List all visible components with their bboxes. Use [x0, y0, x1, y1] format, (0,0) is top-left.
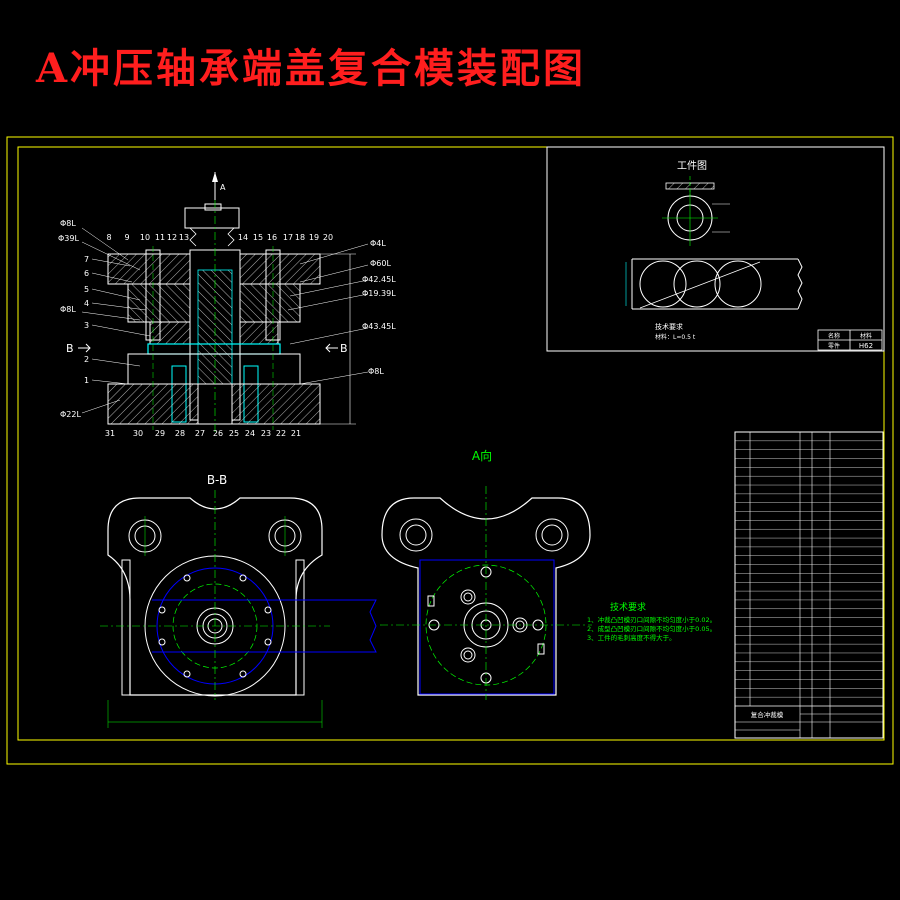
workpiece-title: 工件图: [677, 160, 707, 172]
callout-top-11: 11: [155, 233, 165, 242]
callout-top-8: 8: [106, 233, 111, 242]
workpiece-panel: 工件图 技术要求 材料：L=0.5 t 名称 材料 零件 H62: [546, 146, 885, 352]
callout-top-16: 16: [267, 233, 277, 242]
callout-left-5: 5: [84, 285, 89, 294]
dim-right-4: Φ19.39L: [362, 289, 396, 298]
callout-top-19: 19: [309, 233, 319, 242]
callout-top-10: 10: [140, 233, 150, 242]
material-row-material: H62: [859, 342, 873, 350]
section-marker-b-right: B: [340, 342, 348, 355]
tech-req-title: 技术要求: [610, 601, 646, 613]
callout-top-15: 15: [253, 233, 263, 242]
material-row-name: 零件: [828, 342, 840, 350]
bom-table: 复合冲裁模: [734, 431, 884, 739]
callout-top-12: 12: [167, 233, 177, 242]
callout-top-18: 18: [295, 233, 305, 242]
callout-bottom-27: 27: [195, 429, 205, 438]
view-bb: B-B: [100, 473, 377, 728]
outer-frame: [6, 136, 894, 765]
dim-left-1: Φ8L: [60, 219, 76, 228]
dim-right-3: Φ42.45L: [362, 275, 396, 284]
callout-top-9: 9: [124, 233, 129, 242]
view-a-arrow-label: A: [220, 183, 226, 192]
callout-left-3: 3: [84, 321, 89, 330]
bom-title: 复合冲裁模: [751, 710, 784, 719]
dim-right-1: Φ4L: [370, 239, 386, 248]
callout-top-14: 14: [238, 233, 248, 242]
dim-right-5: Φ43.45L: [362, 322, 396, 331]
callout-left-4: 4: [84, 299, 89, 308]
callout-left-7: 7: [84, 255, 89, 264]
callout-bottom-28: 28: [175, 429, 185, 438]
assembly-section-view: A B B: [58, 172, 396, 438]
inner-frame: [17, 146, 885, 741]
dim-left-3: Φ8L: [60, 305, 76, 314]
callout-bottom-30: 30: [133, 429, 143, 438]
section-marker-b-left: B: [66, 342, 74, 355]
callout-bottom-24: 24: [245, 429, 255, 438]
view-bb-label: B-B: [207, 473, 227, 487]
callout-left-6: 6: [84, 269, 89, 278]
callout-left-2: 2: [84, 355, 89, 364]
callout-top-13: 13: [179, 233, 189, 242]
dim-right-6: Φ8L: [368, 367, 384, 376]
view-a: A向: [380, 448, 592, 700]
tech-req-line-2: 2、成型凸凹模刃口间隙不均匀度小于0.05。: [587, 624, 716, 633]
material-header-material: 材料: [860, 332, 872, 340]
tech-req-line-1: 1、冲裁凸凹模刃口间隙不均匀度小于0.02。: [587, 615, 716, 624]
callout-bottom-22: 22: [276, 429, 286, 438]
callout-bottom-21: 21: [291, 429, 301, 438]
callout-bottom-31: 31: [105, 429, 115, 438]
callout-top-20: 20: [323, 233, 333, 242]
callout-bottom-25: 25: [229, 429, 239, 438]
dim-right-2: Φ60L: [370, 259, 391, 268]
material-header-name: 名称: [828, 332, 840, 340]
workpiece-req-title: 技术要求: [655, 322, 683, 331]
dim-left-2: Φ39L: [58, 234, 79, 243]
callout-bottom-23: 23: [261, 429, 271, 438]
view-a-label: A向: [472, 448, 492, 463]
tech-req-line-3: 3、工件的毛刺高度不得大于。: [587, 633, 676, 642]
page-title: A冲压轴承端盖复合模装配图: [36, 45, 587, 92]
callout-bottom-26: 26: [213, 429, 223, 438]
dim-left-4: Φ22L: [60, 410, 81, 419]
callout-top-17: 17: [283, 233, 293, 242]
workpiece-req-line: 材料：L=0.5 t: [655, 333, 696, 341]
tech-requirements: 技术要求 1、冲裁凸凹模刃口间隙不均匀度小于0.02。 2、成型凸凹模刃口间隙不…: [587, 601, 716, 642]
callout-left-1: 1: [84, 376, 89, 385]
callout-bottom-29: 29: [155, 429, 165, 438]
